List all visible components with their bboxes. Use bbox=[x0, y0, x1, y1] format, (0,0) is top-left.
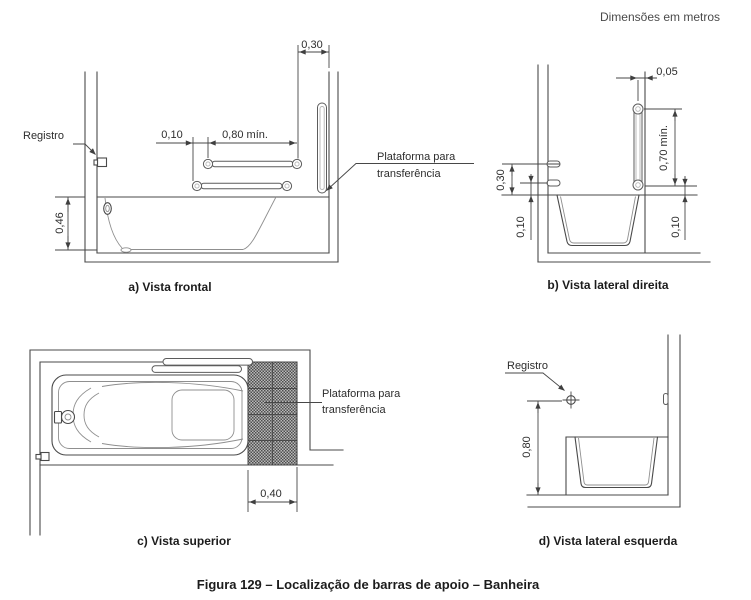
tub-box bbox=[565, 436, 669, 496]
view-title-lateral-esquerda: d) Vista lateral esquerda bbox=[539, 534, 678, 548]
faucet-base bbox=[53, 410, 63, 424]
dim-label-030: 0,30 bbox=[495, 169, 507, 190]
wall-outer bbox=[29, 349, 344, 536]
tub-section-inner bbox=[578, 437, 655, 486]
plataforma-leader bbox=[326, 163, 474, 191]
faucet-inner bbox=[64, 413, 72, 421]
units-note: Dimensões em metros bbox=[600, 10, 720, 24]
plataforma-label-line1: Plataforma para bbox=[377, 151, 456, 163]
plataforma-label-line2: transferência bbox=[322, 404, 386, 416]
grab-bar-lower-flange-left bbox=[191, 180, 203, 192]
registro-valve bbox=[96, 157, 108, 168]
registro-leader bbox=[505, 372, 565, 391]
grab-bar-lower-flange-right-inner bbox=[284, 183, 290, 189]
dim-label-010-left: 0,10 bbox=[515, 216, 527, 237]
view-lateral-direita: 0,05 0,70 mín. 0,30 0,10 0,10 b) Vista l… bbox=[495, 64, 711, 292]
tub-section-inner bbox=[560, 196, 636, 244]
view-title-lateral-direita: b) Vista lateral direita bbox=[547, 278, 668, 292]
vertical-bar-flange-top-inner bbox=[635, 106, 641, 112]
dim-label-040: 0,40 bbox=[260, 488, 281, 500]
bowl-arc-inner bbox=[83, 392, 100, 438]
plataforma-label-line1: Plataforma para bbox=[322, 388, 401, 400]
grab-bar-lower-flange-left-inner bbox=[194, 183, 200, 189]
dim-label-010: 0,10 bbox=[161, 129, 182, 141]
drain bbox=[120, 247, 132, 253]
dim-label-080min: 0,80 mín. bbox=[222, 129, 268, 141]
dim-label-030: 0,30 bbox=[301, 39, 322, 51]
overflow-fitting-inner bbox=[105, 204, 110, 213]
grab-bar-upper-flange-right bbox=[291, 158, 303, 170]
plataforma-label-line2: transferência bbox=[377, 168, 441, 180]
registro-valve bbox=[40, 451, 50, 462]
grab-bar-upper-top-view bbox=[162, 358, 253, 366]
dim-label-010-right: 0,10 bbox=[670, 216, 682, 237]
view-lateral-esquerda: Registro 0,80 d) Vista lateral esquerda bbox=[505, 334, 681, 548]
registro-label: Registro bbox=[507, 360, 548, 372]
wall-fixture bbox=[663, 393, 669, 405]
grab-bar-vertical bbox=[317, 102, 327, 194]
grab-bar-vertical-inner bbox=[319, 106, 325, 190]
grab-bar-vertical bbox=[633, 103, 643, 191]
dim-label-005: 0,05 bbox=[656, 66, 677, 78]
tub-outline bbox=[51, 374, 249, 456]
grab-bar-upper-flange-right-inner bbox=[294, 161, 300, 167]
platform-grid bbox=[248, 362, 297, 465]
tub-contour-top bbox=[101, 381, 244, 392]
vertical-bar-flange-bottom-inner bbox=[635, 182, 641, 188]
tub-contour-bottom bbox=[101, 438, 244, 449]
grab-bar-lower-stub bbox=[546, 179, 561, 187]
grab-bar-upper-flange-left bbox=[202, 158, 214, 170]
grab-bar-upper bbox=[211, 160, 294, 168]
view-superior: 0,40 Plataforma para transferência c) Vi… bbox=[29, 349, 401, 548]
dim-label-046: 0,46 bbox=[54, 212, 66, 233]
figure-caption: Figura 129 – Localização de barras de ap… bbox=[197, 577, 540, 592]
registro-crosshair bbox=[562, 391, 580, 409]
tub-section bbox=[556, 194, 640, 247]
view-frontal: 0,30 0,10 0,80 mín. 0,46 Registro Plataf… bbox=[23, 39, 474, 294]
dim-label-080: 0,80 bbox=[521, 436, 533, 457]
overflow-fitting bbox=[103, 202, 112, 215]
registro-valve-tab bbox=[93, 159, 99, 166]
faucet bbox=[60, 409, 76, 425]
view-title-frontal: a) Vista frontal bbox=[128, 280, 211, 294]
grab-bar-lower-top-view bbox=[151, 365, 242, 373]
registro-label: Registro bbox=[23, 130, 64, 142]
grab-bar-lower-flange-right bbox=[281, 180, 293, 192]
registro-valve-tab bbox=[35, 453, 42, 460]
grab-bar-upper-flange-left-inner bbox=[205, 161, 211, 167]
tub-left-profile bbox=[104, 197, 123, 249]
tub-right-slope bbox=[242, 196, 277, 250]
registro-leader bbox=[73, 143, 96, 155]
vertical-bar-flange-top bbox=[632, 103, 644, 115]
seat-area bbox=[171, 389, 235, 441]
grab-bar-lower bbox=[200, 182, 283, 190]
view-title-superior: c) Vista superior bbox=[137, 534, 231, 548]
dim-label-070min: 0,70 mín. bbox=[658, 125, 670, 171]
tub-section bbox=[574, 436, 659, 489]
vertical-bar-flange-bottom bbox=[632, 179, 644, 191]
